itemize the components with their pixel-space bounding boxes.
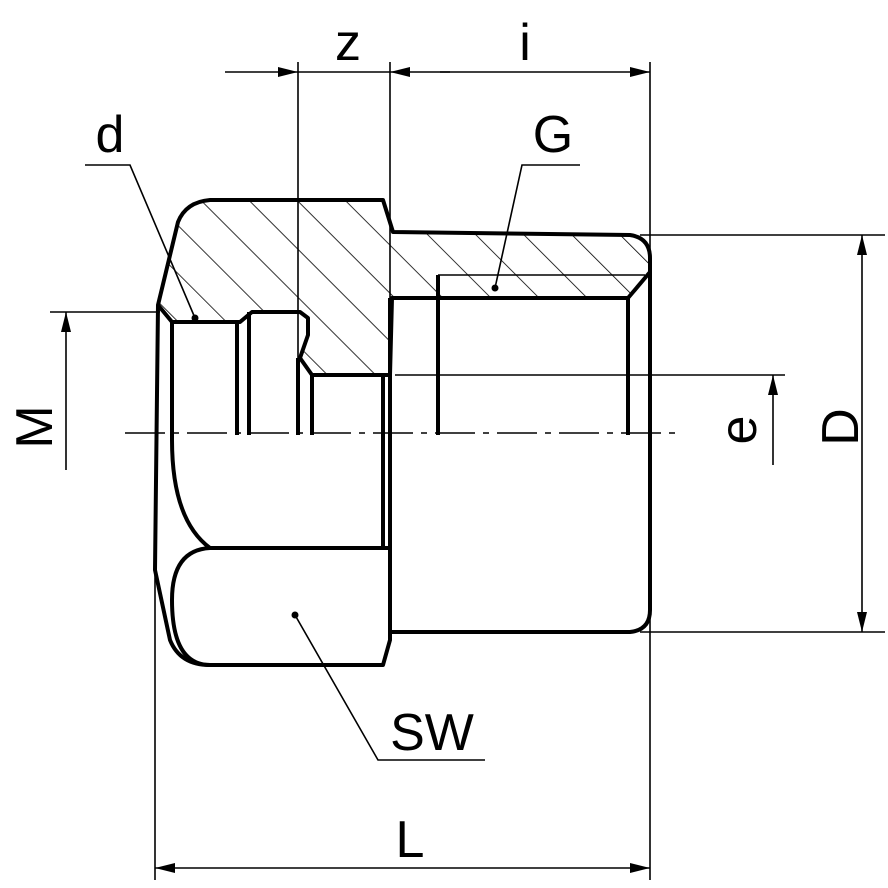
label-G: G (533, 106, 573, 164)
label-d: d (96, 106, 125, 164)
hex-inner-curve (170, 322, 212, 550)
leader-dot-G (491, 284, 499, 292)
label-i: i (519, 14, 531, 72)
label-e: e (710, 416, 768, 445)
pipe-outline (390, 258, 652, 634)
label-M: M (6, 405, 64, 448)
leader-d (85, 164, 196, 319)
hex-flat-lower (170, 546, 383, 667)
hatched-section (156, 198, 652, 377)
label-z: z (335, 14, 361, 72)
leader-dot-d (191, 314, 199, 322)
label-SW: SW (390, 704, 474, 762)
hex-body-outline (153, 304, 392, 667)
leader-SW (294, 614, 485, 761)
label-L: L (396, 811, 425, 869)
leader-G (494, 164, 580, 289)
label-D: D (812, 408, 870, 446)
